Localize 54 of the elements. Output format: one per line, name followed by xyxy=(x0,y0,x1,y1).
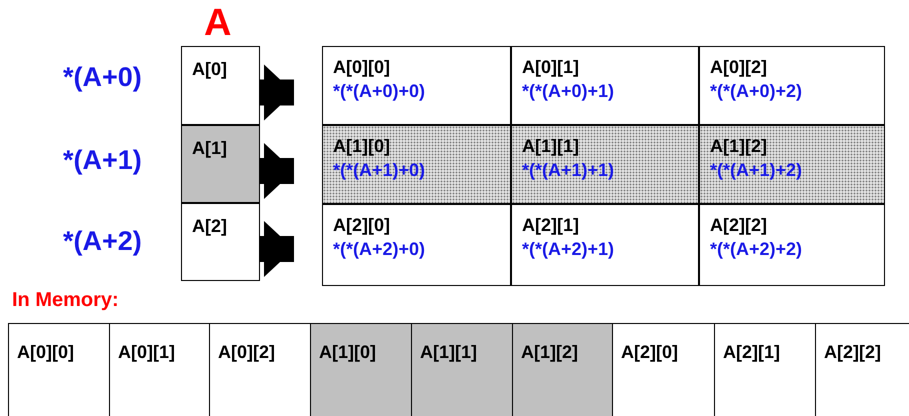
pointer-expression: *(*(A+1)+1) xyxy=(522,160,614,181)
array-cell xyxy=(699,125,885,204)
element-name: A[1][0] xyxy=(319,342,376,363)
pointer-expression: *(*(A+2)+0) xyxy=(333,239,426,260)
pointer-expression: *(*(A+0)+1) xyxy=(522,81,614,102)
pointer-expression: *(*(A+2)+2) xyxy=(710,239,802,260)
element-name: A[0][1] xyxy=(522,57,579,78)
element-name: A[2][2] xyxy=(824,342,881,363)
pointer-cell xyxy=(181,125,260,203)
arrow xyxy=(260,221,294,277)
element-name: A[2][0] xyxy=(621,342,678,363)
array-cell xyxy=(511,46,699,125)
arrow xyxy=(260,143,294,199)
element-name: A[1] xyxy=(192,138,227,159)
memory-cell xyxy=(512,323,613,416)
array-cell xyxy=(511,204,699,286)
element-name: A[2][1] xyxy=(522,215,579,236)
element-name: A[2] xyxy=(192,216,227,237)
element-name: A[0] xyxy=(192,59,227,80)
element-name: A[1][1] xyxy=(420,342,477,363)
pointer-expression: *(*(A+1)+2) xyxy=(710,160,802,181)
section-heading: In Memory: xyxy=(12,289,119,312)
pointer-expression: *(A+0) xyxy=(63,62,142,93)
memory-cell xyxy=(8,323,110,416)
pointer-expression: *(*(A+2)+1) xyxy=(522,239,614,260)
pointer-expression: *(A+1) xyxy=(63,145,142,176)
element-name: A[1][1] xyxy=(522,136,579,157)
pointer-expression: *(*(A+0)+0) xyxy=(333,81,426,102)
array-name: A xyxy=(204,2,232,45)
element-name: A[1][2] xyxy=(521,342,578,363)
memory-cell xyxy=(411,323,513,416)
element-name: A[0][2] xyxy=(218,342,275,363)
element-name: A[0][0] xyxy=(333,57,390,78)
element-name: A[2][1] xyxy=(723,342,780,363)
array-cell xyxy=(699,204,885,286)
array-cell xyxy=(322,125,511,204)
array-cell xyxy=(511,125,699,204)
pointer-cell xyxy=(181,46,260,125)
arrow xyxy=(260,64,294,120)
element-name: A[0][0] xyxy=(17,342,74,363)
element-name: A[1][2] xyxy=(710,136,767,157)
array-cell xyxy=(699,46,885,125)
element-name: A[0][1] xyxy=(118,342,175,363)
element-name: A[2][0] xyxy=(333,215,390,236)
array-cell xyxy=(322,46,511,125)
pointer-expression: *(*(A+0)+2) xyxy=(710,81,802,102)
element-name: A[2][2] xyxy=(710,215,767,236)
element-name: A[1][0] xyxy=(333,136,390,157)
pointer-expression: *(A+2) xyxy=(63,226,142,257)
element-name: A[0][2] xyxy=(710,57,767,78)
pointer-expression: *(*(A+1)+0) xyxy=(333,160,426,181)
pointer-cell xyxy=(181,203,260,281)
memory-cell xyxy=(310,323,412,416)
array-cell xyxy=(322,204,511,286)
